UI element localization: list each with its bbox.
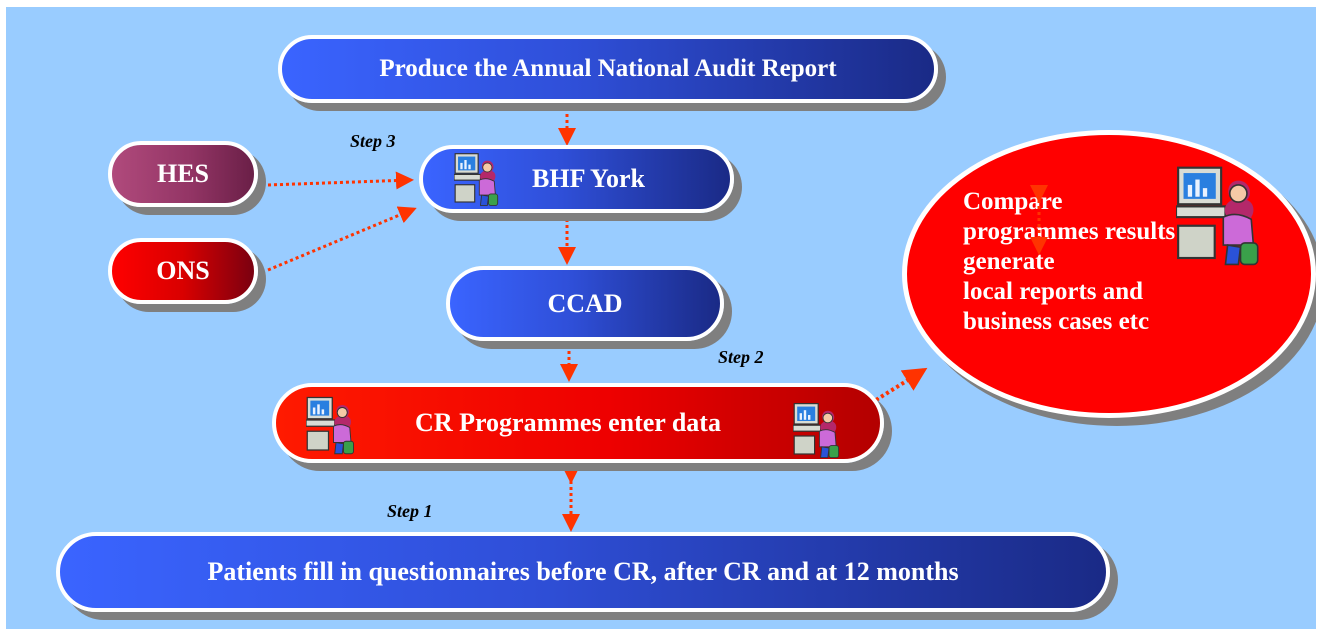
diagram-canvas: Produce the Annual National Audit Report… (6, 7, 1316, 629)
computer-user-icon (793, 403, 840, 459)
compare-programmes-node (902, 130, 1316, 418)
computer-user-icon (1176, 166, 1259, 266)
ccad-node: CCAD (446, 266, 724, 341)
step-3-label: Step 3 (350, 131, 396, 151)
step-2-label: Step 2 (718, 347, 764, 367)
compare-line: local reports and (963, 278, 1144, 305)
computer-user-icon (454, 153, 499, 206)
connector-layer (267, 93, 928, 532)
compare-line: business cases etc (963, 308, 1150, 335)
step-1-label: Step 1 (387, 501, 433, 521)
ccad-label: CCAD (547, 288, 623, 318)
compare-line: programmes results (963, 218, 1176, 245)
patients-node: Patients fill in questionnaires before C… (56, 532, 1110, 612)
cr-programmes-node: CR Programmes enter data (272, 383, 884, 463)
produce-report-label: Produce the Annual National Audit Report (379, 55, 837, 82)
ons-label: ONS (156, 256, 210, 285)
compare-inner-arrow-layer (1030, 185, 1048, 255)
produce-report-node: Produce the Annual National Audit Report (278, 35, 938, 103)
bhf-york-label: BHF York (532, 164, 645, 193)
hes-node: HES (108, 141, 258, 207)
computer-user-icon (306, 396, 354, 455)
patients-label: Patients fill in questionnaires before C… (207, 557, 959, 586)
ons-node: ONS (108, 238, 258, 304)
cr-programmes-label: CR Programmes enter data (415, 408, 721, 437)
arrow-ons-bhf (267, 206, 417, 272)
hes-label: HES (156, 159, 210, 188)
